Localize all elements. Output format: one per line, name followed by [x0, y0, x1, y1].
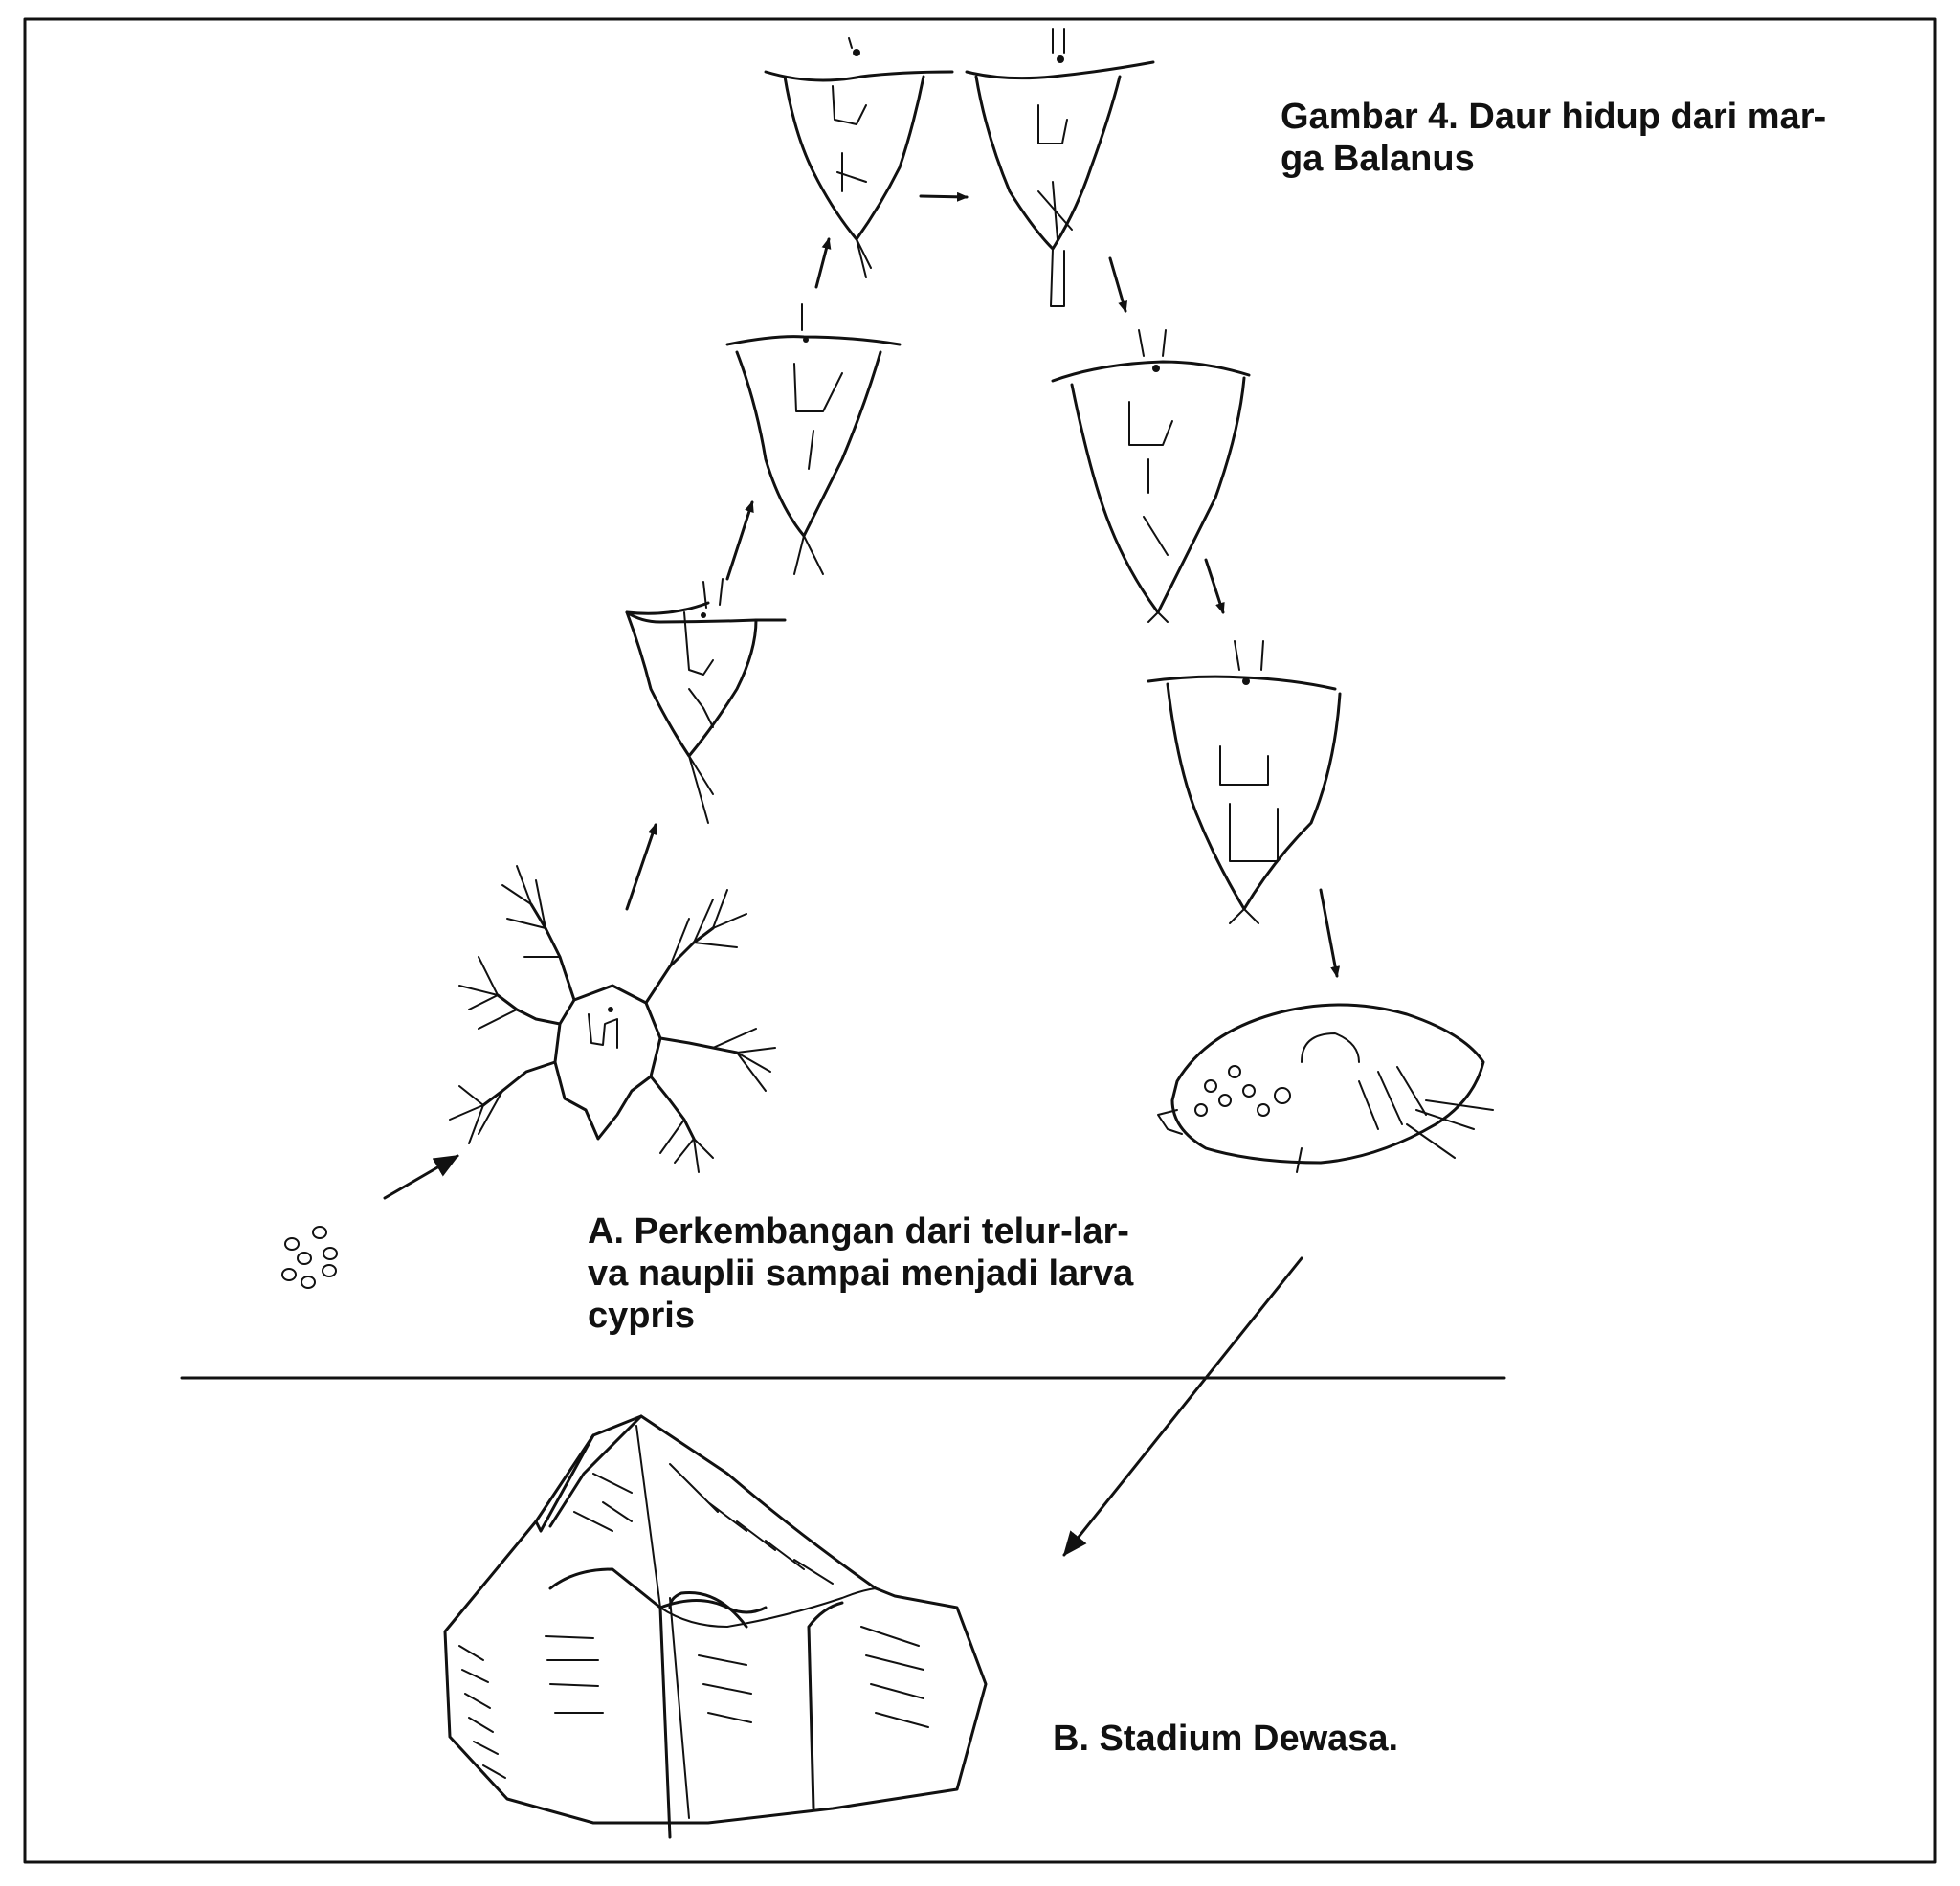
arrow-stage-1-to-2 [625, 823, 657, 911]
arrow-egg-to-nauplius [383, 1154, 459, 1200]
arrow-stage-3-to-4 [814, 237, 832, 289]
arrow-cypris-to-adult [1062, 1256, 1303, 1557]
nauplius-stage-6 [1051, 329, 1251, 623]
arrow-stage-6-to-7 [1204, 558, 1225, 614]
adult-barnacle [443, 1414, 988, 1839]
section-a-label-line-1: A. Perkembangan dari telur-lar- [588, 1211, 1129, 1252]
nauplius-stage-4 [764, 37, 954, 278]
figure-caption-line-2: ga Balanus [1281, 139, 1475, 179]
nauplius-stage-1 [449, 865, 776, 1173]
arrow-stage-2-to-3 [725, 500, 754, 581]
section-b-label-text: B. Stadium Dewasa. [1053, 1719, 1399, 1759]
section-b-label: B. Stadium Dewasa. [1053, 1718, 1398, 1760]
arrow-stage-7-to-cypris [1319, 888, 1341, 978]
egg-cluster [281, 1226, 338, 1289]
nauplius-stage-2 [625, 578, 787, 824]
nauplius-stage-5 [965, 28, 1155, 307]
figure-caption: Gambar 4. Daur hidup dari mar- ga Balanu… [1281, 96, 1826, 180]
outer-border [23, 17, 1937, 1864]
nauplius-stage-7 [1147, 640, 1342, 924]
arrow-stage-4-to-5 [919, 191, 969, 202]
nauplius-stage-3 [725, 303, 902, 575]
section-a-label: A. Perkembangan dari telur-lar- va naupl… [588, 1210, 1133, 1337]
section-a-label-line-2: va nauplii sampai menjadi larva [588, 1254, 1134, 1294]
section-a-label-line-3: cypris [588, 1296, 695, 1336]
arrow-stage-5-to-6 [1108, 256, 1128, 313]
cypris-larva [1157, 1003, 1494, 1173]
figure-caption-line-1: Gambar 4. Daur hidup dari mar- [1281, 97, 1827, 137]
